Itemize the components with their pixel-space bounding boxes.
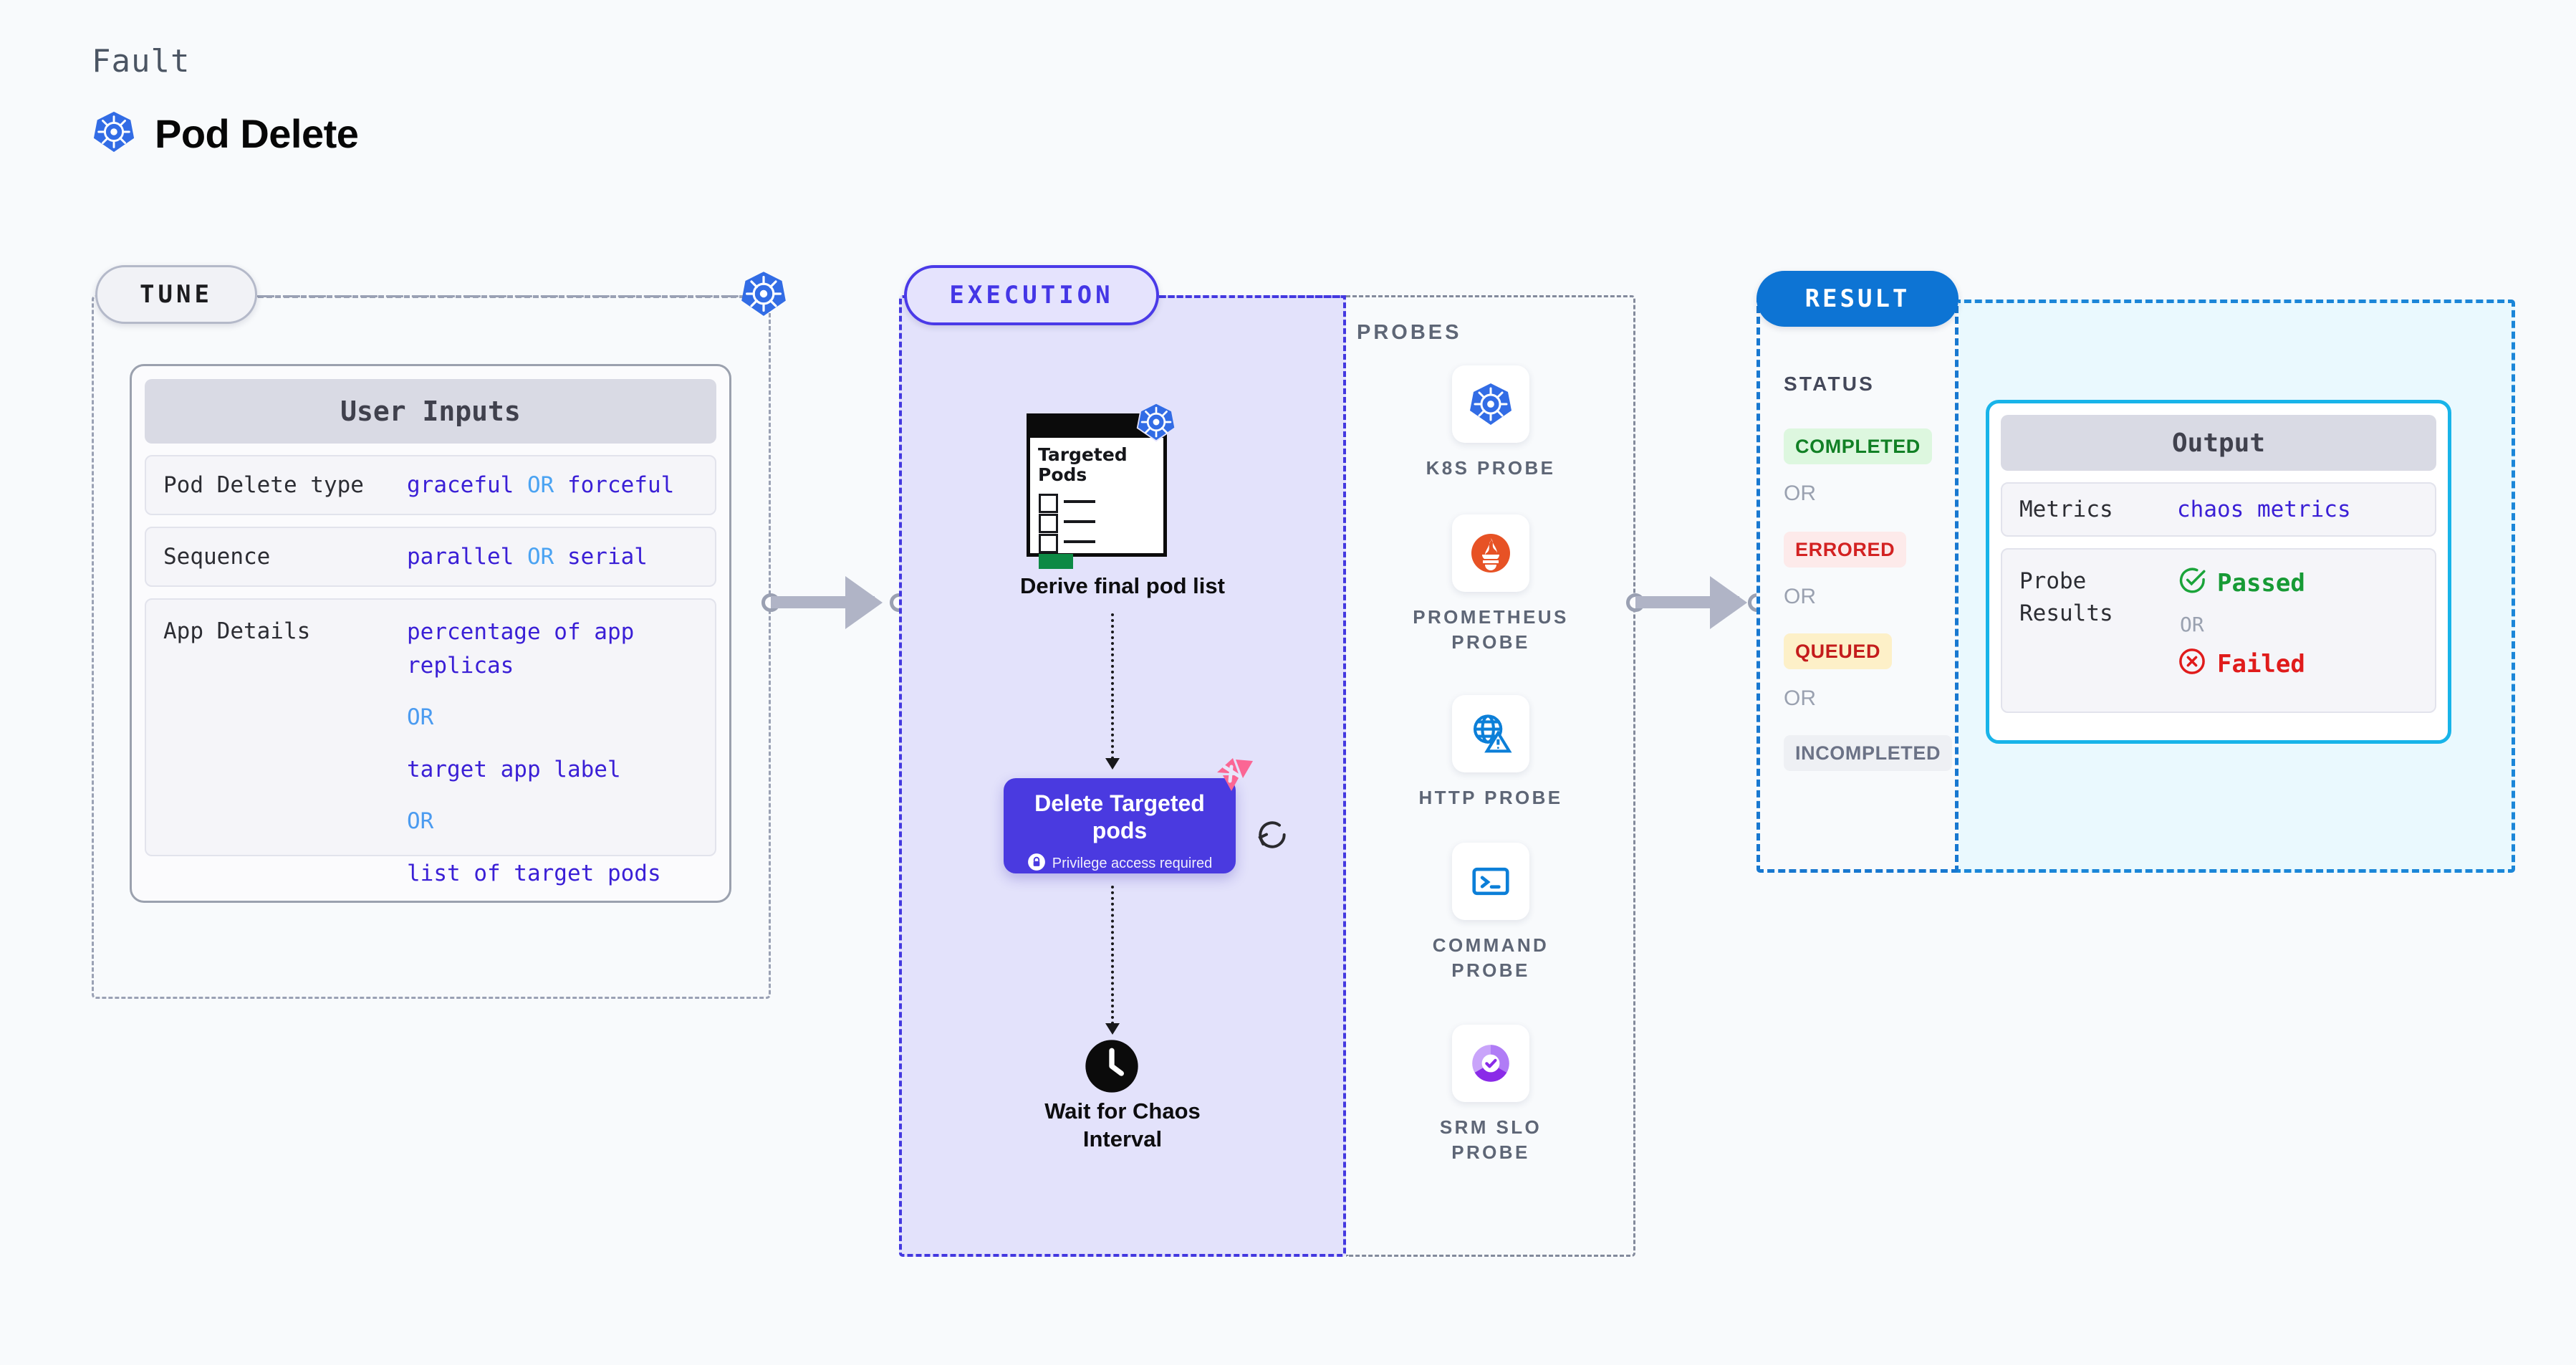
- privilege-notice: Privilege access required: [1004, 853, 1236, 876]
- probe-item-http[interactable]: HTTP PROBE: [1346, 695, 1635, 810]
- or-separator: OR: [2180, 613, 2204, 636]
- fault-eyebrow: Fault: [92, 43, 191, 80]
- row-key: Sequence: [163, 543, 271, 570]
- tune-pill-label: TUNE: [140, 280, 213, 309]
- probe-label: HTTP PROBE: [1418, 787, 1563, 808]
- or-separator: OR: [527, 471, 554, 498]
- result-pill-label: RESULT: [1804, 284, 1911, 313]
- tune-dashed-connector: [258, 295, 762, 298]
- kubernetes-icon: [1452, 365, 1529, 443]
- flow-arrowhead: [1105, 758, 1120, 770]
- execution-pill-label: EXECUTION: [949, 281, 1114, 310]
- probe-label: PROMETHEUS PROBE: [1413, 606, 1569, 653]
- or-separator: OR: [407, 704, 434, 730]
- row-key: Pod Delete type: [163, 471, 364, 498]
- table-row[interactable]: Metrics chaos metrics: [2001, 482, 2436, 537]
- failed-label: Failed: [2217, 650, 2305, 679]
- check-circle-icon: [2177, 565, 2207, 601]
- or-separator: OR: [1784, 585, 1816, 608]
- or-separator: OR: [1784, 686, 1816, 710]
- table-row[interactable]: Sequence parallel OR serial: [145, 527, 716, 587]
- result-stage-pill[interactable]: RESULT: [1756, 271, 1959, 327]
- output-card-title: Output: [2001, 415, 2436, 471]
- output-card: Output Metrics chaos metrics Probe Resul…: [1986, 400, 2451, 744]
- privilege-text: Privilege access required: [1052, 856, 1213, 871]
- probe-label: SRM SLO PROBE: [1439, 1116, 1542, 1164]
- refresh-icon[interactable]: [1254, 817, 1290, 856]
- row-value: graceful OR forceful: [407, 471, 675, 498]
- table-row[interactable]: App Details percentage of app replicas O…: [145, 598, 716, 886]
- status-badge: QUEUED: [1784, 633, 1893, 669]
- x-circle-icon: [2177, 646, 2207, 682]
- table-row[interactable]: Probe Results Passed OR: [2001, 548, 2436, 713]
- or-separator: OR: [1784, 482, 1816, 505]
- probe-item-command[interactable]: COMMAND PROBE: [1346, 843, 1635, 983]
- flow-arrow: [1111, 613, 1114, 760]
- status-badge: INCOMPLETED: [1784, 735, 1953, 771]
- prometheus-icon: [1452, 514, 1529, 592]
- srm-slo-donut-icon: [1452, 1025, 1529, 1102]
- row-value: parallel OR serial: [407, 543, 648, 570]
- delete-targeted-pods-node[interactable]: Delete Targeted pods Privilege access re…: [1004, 778, 1236, 873]
- probe-results-values: Passed OR Failed: [2177, 565, 2418, 696]
- result-status-panel: [1756, 295, 1959, 873]
- flow-arrowhead: [1105, 1023, 1120, 1035]
- http-globe-warning-icon: [1452, 695, 1529, 772]
- probe-item-prometheus[interactable]: PROMETHEUS PROBE: [1346, 514, 1635, 655]
- illustration-title: Targeted Pods: [1038, 444, 1128, 485]
- or-separator: OR: [407, 808, 434, 834]
- app-detail-option: target app label: [407, 756, 621, 782]
- row-value: chaos metrics: [2177, 496, 2351, 522]
- execution-dashed-connector: [1159, 295, 1349, 298]
- app-detail-option: percentage of app replicas: [407, 619, 635, 679]
- row-key: Probe Results: [2019, 568, 2113, 626]
- user-inputs-card: User Inputs Pod Delete type graceful OR …: [130, 364, 731, 903]
- chaos-ribbon-icon: [1214, 757, 1257, 800]
- wait-chaos-interval-label: Wait for Chaos Interval: [1044, 1098, 1201, 1151]
- checkbox-icon: [1039, 514, 1058, 533]
- tune-stage-pill[interactable]: TUNE: [95, 265, 257, 324]
- kubernetes-icon: [92, 110, 136, 158]
- page-header: Fault Pod Delete: [92, 43, 359, 158]
- passed-label: Passed: [2217, 569, 2305, 598]
- fault-title-row: Pod Delete: [92, 110, 359, 158]
- status-badge: ERRORED: [1784, 532, 1907, 567]
- probe-item-srm-slo[interactable]: SRM SLO PROBE: [1346, 1025, 1635, 1165]
- status-badge: COMPLETED: [1784, 428, 1932, 464]
- row-key: Metrics: [2019, 496, 2113, 522]
- connector-arrowhead: [1710, 576, 1747, 629]
- row-key: App Details: [163, 618, 311, 644]
- lock-icon: [1027, 853, 1046, 876]
- delete-node-title: Delete Targeted pods: [1034, 790, 1205, 843]
- kubernetes-icon: [739, 269, 788, 322]
- terminal-icon: [1452, 843, 1529, 920]
- probe-label: K8S PROBE: [1426, 457, 1556, 479]
- connector-arrowhead: [845, 576, 883, 629]
- probe-label: COMMAND PROBE: [1432, 934, 1549, 982]
- or-separator: OR: [527, 543, 554, 570]
- kubernetes-icon: [1135, 401, 1177, 446]
- table-row[interactable]: Pod Delete type graceful OR forceful: [145, 455, 716, 515]
- execution-stage-pill[interactable]: EXECUTION: [904, 265, 1159, 325]
- page-title: Pod Delete: [155, 111, 359, 156]
- row-value: percentage of app replicas OR target app…: [407, 616, 698, 886]
- flow-arrow: [1111, 886, 1114, 1025]
- targeted-pods-illustration: Targeted Pods: [1027, 413, 1167, 569]
- app-detail-option: list of target pods: [407, 860, 661, 886]
- status-section-label: STATUS: [1784, 373, 1875, 395]
- probes-section-label: PROBES: [1357, 321, 1462, 344]
- checkbox-icon: [1039, 534, 1058, 553]
- progress-block: [1039, 554, 1073, 569]
- derive-pod-list-label: Derive final pod list: [1020, 573, 1225, 598]
- tune-panel: User Inputs Pod Delete type graceful OR …: [92, 295, 771, 999]
- checkbox-icon: [1039, 494, 1058, 513]
- user-inputs-title: User Inputs: [145, 379, 716, 444]
- clock-icon: [1083, 1038, 1140, 1098]
- probe-item-k8s[interactable]: K8S PROBE: [1346, 365, 1635, 481]
